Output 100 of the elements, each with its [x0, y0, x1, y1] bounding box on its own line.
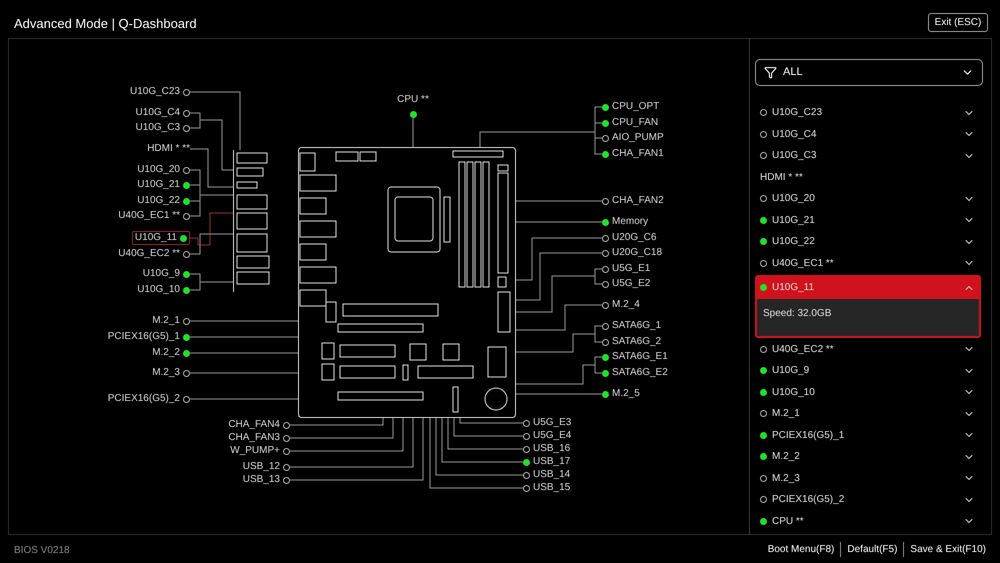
port-name: M.2_1	[152, 315, 180, 327]
port-name: CHA_FAN3	[228, 432, 280, 444]
leader-line	[190, 194, 234, 216]
leader-line	[448, 418, 524, 450]
status-ring	[760, 346, 767, 353]
port-name: M.2_3	[772, 472, 801, 486]
port-name: U10G_C23	[772, 106, 824, 120]
port-name: CPU_FAN	[612, 117, 658, 129]
leader-line	[190, 282, 234, 290]
status-ring	[183, 166, 190, 174]
port-name: W_PUMP+	[230, 445, 280, 457]
port-name: PCIEX16(G5)_1	[772, 428, 846, 443]
port-name: U10G_10	[772, 386, 816, 400]
leader-line	[480, 132, 602, 154]
port-name: U10G_21	[772, 214, 816, 228]
port-name: M.2_3	[152, 367, 180, 379]
status-ring	[760, 474, 767, 482]
selected-port-label	[132, 231, 190, 245]
port-name: U10G_11	[134, 232, 177, 244]
leader-line	[190, 398, 298, 400]
port-name: U40G_EC1 **	[118, 210, 180, 222]
port-detail: Speed: 32.0GB	[763, 308, 832, 318]
status-ring	[283, 448, 290, 454]
leader-line	[190, 212, 234, 246]
port-name: USB_12	[242, 461, 280, 473]
port-name: HDMI * **	[760, 170, 804, 185]
port-name: U40G_EC1 **	[772, 256, 835, 271]
port-name: U10G_21	[137, 179, 180, 191]
status-ring	[183, 250, 190, 258]
port-name: CPU_OPT	[612, 101, 660, 113]
port-name: M.2_4	[612, 299, 640, 311]
status-ring	[183, 370, 190, 376]
status-ring	[183, 396, 190, 402]
status-ring	[760, 109, 767, 116]
leader-line	[290, 418, 404, 452]
port-name: AIO_PUMP	[612, 132, 664, 144]
status-ring	[523, 420, 530, 426]
port-name: USB_13	[242, 474, 280, 486]
status-ring	[283, 434, 290, 442]
status-ring	[183, 88, 190, 96]
port-name: U5G_E2	[612, 278, 650, 290]
port-name: CPU **	[397, 93, 429, 107]
port-name: PCIEX16(G5)_1	[108, 331, 180, 343]
page-title: Advanced Mode | Q-Dashboard	[14, 15, 197, 33]
port-name: M.2_1	[772, 407, 801, 422]
status-ring	[183, 124, 190, 132]
port-name: USB_14	[533, 469, 570, 481]
port-name: SATA6G_E2	[612, 367, 668, 379]
leader-line	[190, 336, 298, 338]
status-ring	[283, 464, 290, 470]
expanded-port-item	[755, 275, 981, 338]
port-name: M.2_2	[772, 450, 801, 464]
port-name: U10G_20	[137, 164, 180, 176]
status-ring	[760, 260, 767, 267]
leader-line	[290, 418, 424, 480]
leader-line	[290, 418, 394, 438]
status-ring	[602, 266, 609, 272]
leader-line	[516, 334, 602, 352]
leader-line	[516, 238, 602, 280]
status-ring	[602, 338, 609, 346]
port-name: U10G_C23	[130, 86, 180, 98]
leader-line	[190, 320, 298, 322]
port-name: USB_16	[533, 443, 570, 455]
leader-line	[190, 372, 298, 374]
port-name: U10G_9	[772, 364, 810, 378]
port-name: CHA_FAN2	[612, 195, 664, 207]
port-name: U20G_C18	[612, 247, 662, 259]
status-ring	[602, 134, 609, 142]
status-ring	[602, 250, 609, 256]
leader-line	[516, 252, 602, 300]
port-name: SATA6G_E1	[612, 351, 668, 363]
status-ring	[760, 195, 767, 202]
leader-line	[290, 418, 384, 426]
port-name: U40G_EC2 **	[772, 342, 835, 357]
leader-line	[190, 234, 234, 254]
leader-line	[190, 148, 234, 188]
port-name: U40G_EC2 **	[118, 248, 180, 260]
filter-dropdown: ALL	[755, 59, 983, 86]
status-ring	[283, 476, 290, 484]
leader-line	[454, 418, 524, 436]
leader-line	[516, 276, 602, 312]
leader-line	[516, 200, 602, 202]
port-name: U10G_C4	[136, 107, 180, 119]
exit-button: Exit (ESC)	[928, 13, 988, 32]
port-name: SATA6G_2	[612, 336, 662, 348]
status-ring	[183, 318, 190, 324]
leader-line	[190, 352, 298, 354]
leader-line	[190, 92, 240, 150]
port-name: M.2_5	[612, 388, 640, 400]
status-ring	[760, 130, 767, 138]
status-ring	[523, 446, 530, 452]
port-name: U10G_C3	[772, 149, 818, 164]
status-ring	[602, 302, 609, 308]
leader-line	[430, 418, 524, 488]
port-name: HDMI * **	[147, 143, 190, 155]
port-name: U10G_10	[137, 284, 180, 296]
port-name: U10G_20	[772, 192, 816, 206]
status-ring	[602, 280, 609, 288]
status-ring	[523, 432, 530, 440]
leader-line	[516, 364, 602, 384]
